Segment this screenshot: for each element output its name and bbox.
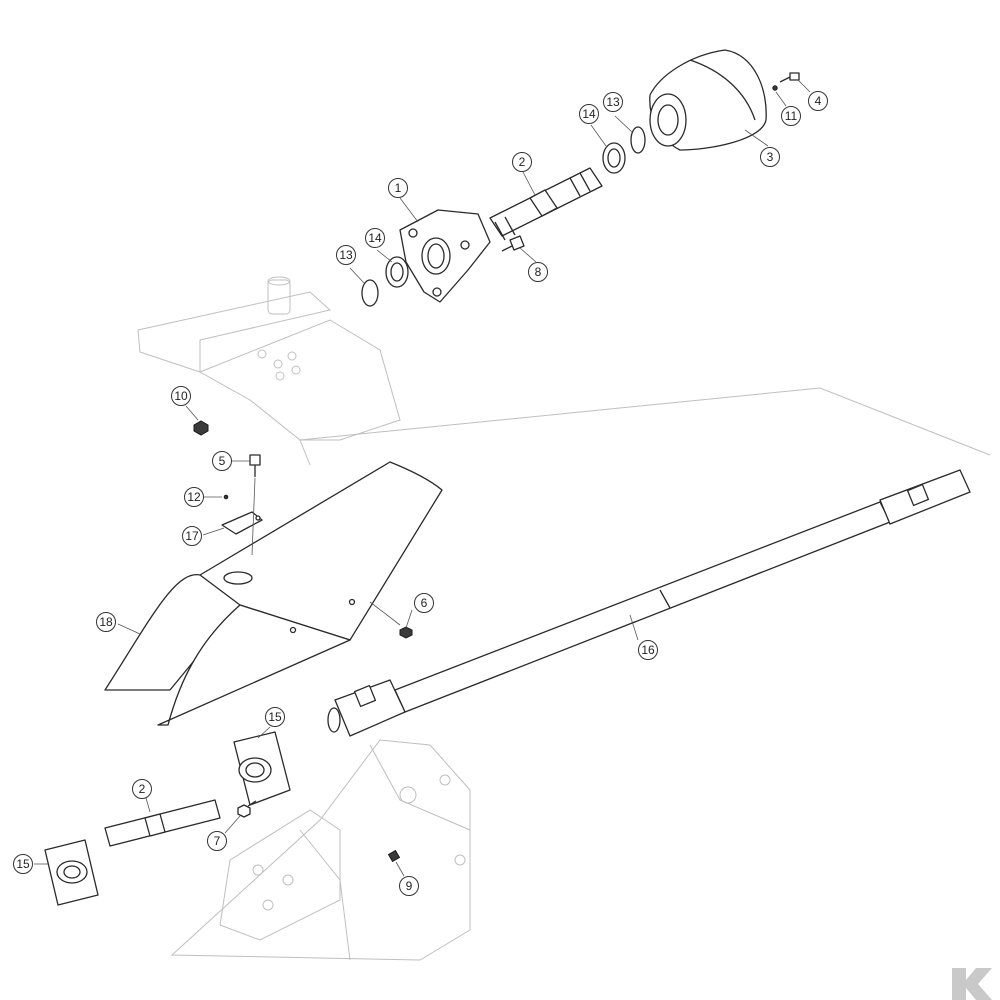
grease-nipple-9	[387, 849, 401, 863]
bolt-7	[237, 800, 257, 818]
circlip-lower	[361, 279, 379, 307]
bearing-lower	[385, 256, 409, 288]
callout: 8	[528, 262, 548, 282]
callout: 6	[414, 593, 434, 613]
gearbox-housing	[399, 209, 491, 303]
callout-label: 9	[406, 879, 413, 893]
callout: 15	[13, 854, 33, 874]
screw-4	[779, 72, 800, 83]
callout: 18	[96, 612, 116, 632]
callout: 17	[182, 526, 202, 546]
callout: 5	[212, 451, 232, 471]
splined-shaft-lower	[104, 799, 221, 847]
bearing-upper	[602, 142, 626, 174]
callout-label: 5	[219, 454, 226, 468]
callout-label: 13	[606, 95, 620, 109]
flange-bearing-upper	[233, 731, 291, 806]
callout-label: 2	[139, 782, 146, 796]
callout: 10	[171, 386, 191, 406]
bolt-5	[249, 454, 261, 477]
washer-11	[772, 85, 778, 91]
callout: 2	[132, 779, 152, 799]
leader-lines	[34, 79, 811, 877]
callout-label: 1	[395, 181, 402, 195]
callout-label: 13	[339, 248, 353, 262]
callout-label: 10	[174, 389, 188, 403]
callout: 15	[265, 707, 285, 727]
blade-shield	[104, 461, 443, 726]
nut-10	[193, 420, 209, 436]
callout: 13	[336, 245, 356, 265]
drive-shaft	[327, 469, 971, 737]
callout-label: 8	[535, 265, 542, 279]
callout-label: 14	[368, 231, 382, 245]
ghost-bolt-holes	[257, 349, 301, 381]
splined-shaft-upper	[489, 167, 603, 241]
callout: 13	[603, 92, 623, 112]
callout: 16	[638, 640, 658, 660]
callout: 4	[808, 91, 828, 111]
washer-12	[223, 494, 229, 500]
callout: 12	[184, 487, 204, 507]
callout-label: 18	[99, 615, 113, 629]
ghost-lower-frame	[170, 739, 471, 961]
callout-label: 17	[185, 529, 199, 543]
nut-6	[399, 626, 413, 639]
callout-label: 14	[582, 107, 596, 121]
callout-label: 15	[16, 857, 30, 871]
cone-hub	[649, 49, 767, 151]
bolt-8	[501, 235, 525, 252]
callout-label: 16	[641, 643, 655, 657]
brand-logo-icon	[952, 968, 992, 1000]
circlip-upper	[630, 126, 646, 154]
callout-label: 4	[815, 94, 822, 108]
callout-label: 12	[187, 490, 201, 504]
callout: 11	[781, 106, 801, 126]
callout: 9	[399, 876, 419, 896]
callout-label: 6	[421, 596, 428, 610]
callout-label: 3	[767, 150, 774, 164]
callout: 2	[512, 152, 532, 172]
callout: 1	[388, 178, 408, 198]
ghost-upper-mount	[137, 276, 991, 466]
flange-bearing-lower	[44, 839, 99, 906]
cover-plate	[221, 511, 263, 535]
callout: 14	[365, 228, 385, 248]
callout: 7	[207, 831, 227, 851]
callout-label: 7	[214, 834, 221, 848]
callout: 3	[760, 147, 780, 167]
callout-label: 15	[268, 710, 282, 724]
callout: 14	[579, 104, 599, 124]
callout-label: 2	[519, 155, 526, 169]
callout-label: 11	[785, 109, 798, 123]
